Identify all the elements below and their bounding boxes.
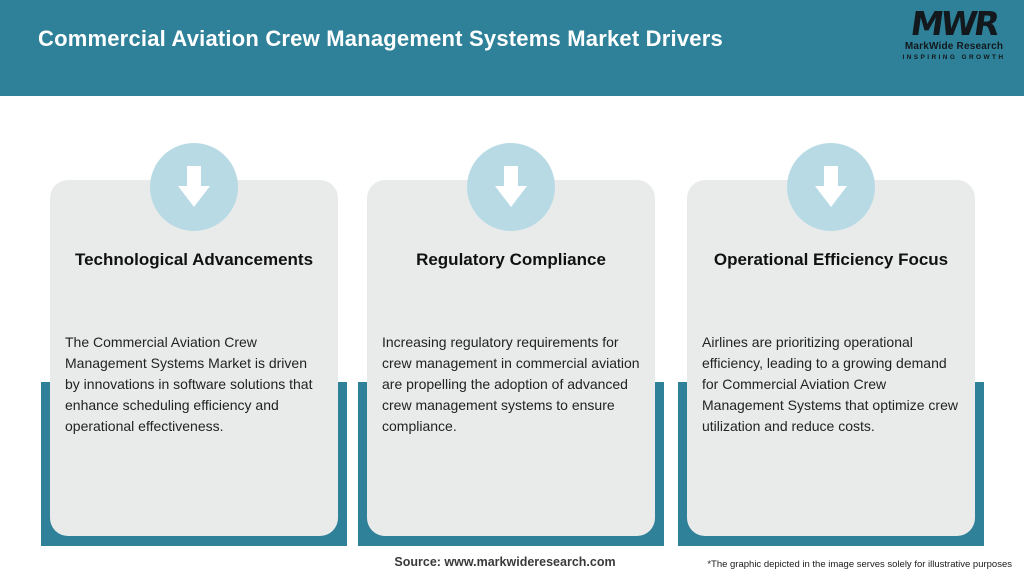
logo-tagline: INSPIRING GROWTH [902,54,1006,61]
card-body: Technological Advancements The Commercia… [50,143,338,536]
card-description: The Commercial Aviation Crew Management … [65,334,313,434]
down-arrow-icon [150,143,238,231]
card-title: Technological Advancements [74,250,314,269]
logo-acronym: MWR [908,4,1000,43]
card-description: Airlines are prioritizing operational ef… [702,334,958,434]
driver-card-regulatory-compliance: Regulatory Compliance Increasing regulat… [358,143,664,546]
card-body: Regulatory Compliance Increasing regulat… [367,143,655,536]
logo-name: MarkWide Research [904,41,1004,52]
markwide-research-logo: MWR MarkWide Research INSPIRING GROWTH [896,4,1012,62]
source-text: Source: www.markwideresearch.com [394,555,616,569]
card-description: Increasing regulatory requirements for c… [382,334,640,434]
card-body: Operational Efficiency Focus Airlines ar… [687,143,975,536]
driver-card-operational-efficiency-focus: Operational Efficiency Focus Airlines ar… [678,143,984,546]
down-arrow-icon [467,143,555,231]
driver-card-technological-advancements: Technological Advancements The Commercia… [41,143,347,546]
card-title: Operational Efficiency Focus [713,250,949,269]
header-band: Commercial Aviation Crew Management Syst… [0,0,1024,96]
page-title: Commercial Aviation Crew Management Syst… [38,26,723,51]
down-arrow-icon [787,143,875,231]
card-title: Regulatory Compliance [416,250,606,269]
disclaimer-text: *The graphic depicted in the image serve… [707,559,1012,570]
